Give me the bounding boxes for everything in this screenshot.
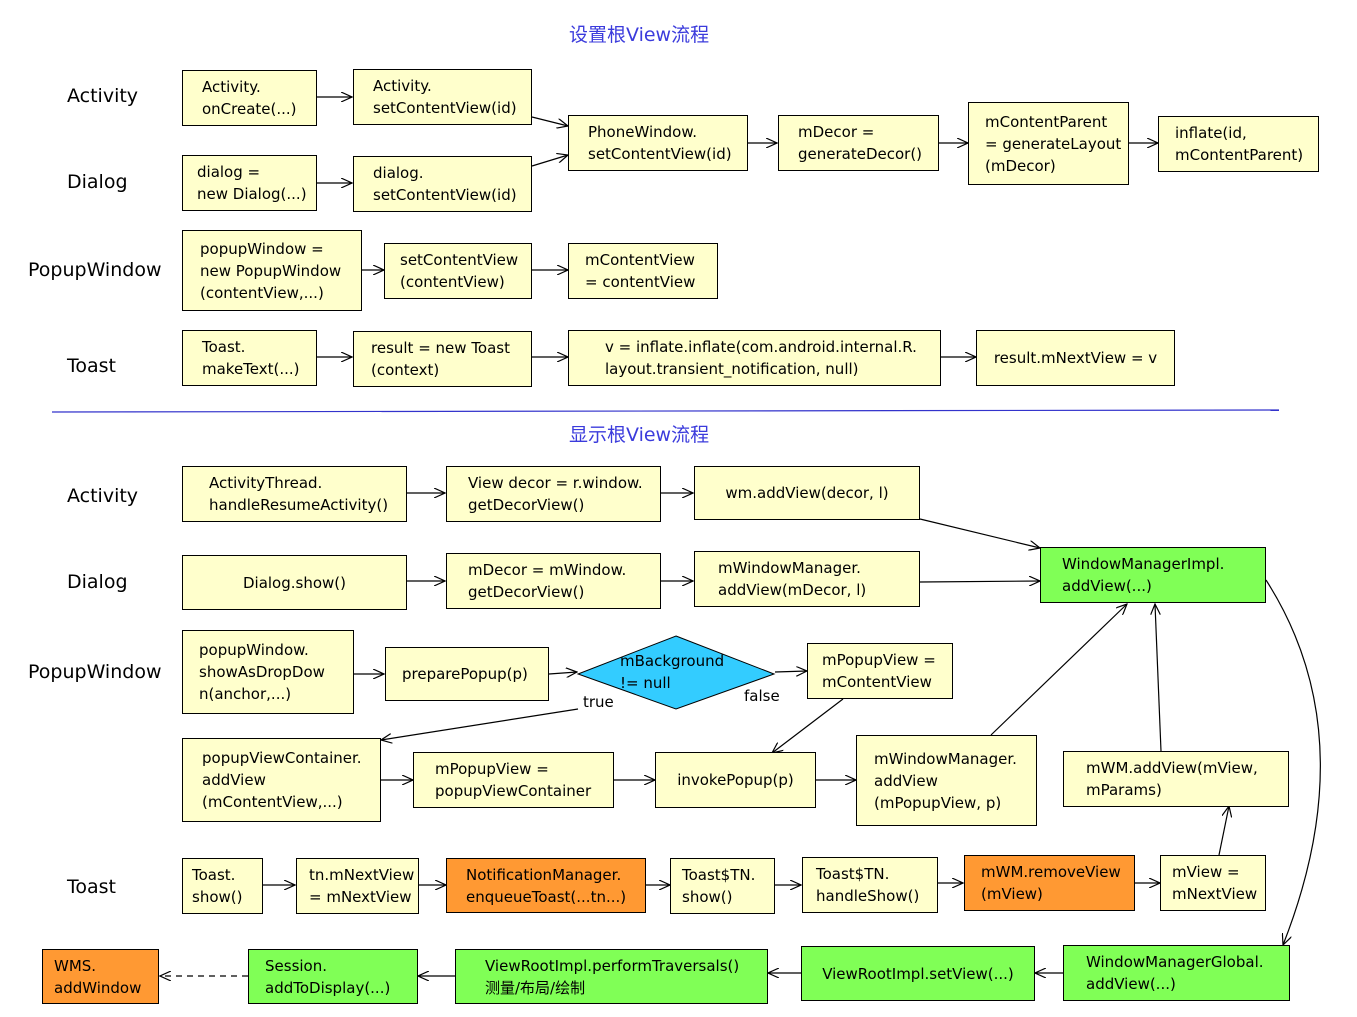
edge: [381, 708, 579, 740]
row-label-popupwindow: PopupWindow: [28, 661, 162, 683]
edge: [774, 671, 807, 672]
node-viewrootimpl-performtraversals: ViewRootImpl.performTraversals() 测量/布局/绘…: [455, 949, 768, 1004]
node-viewrootimpl-setview: ViewRootImpl.setView(...): [801, 946, 1035, 1001]
edge-label-false: false: [744, 687, 780, 705]
edge: [531, 155, 568, 167]
edge: [1265, 579, 1322, 945]
node-mwm-removeview: mWM.removeView (mView): [964, 855, 1135, 911]
edge: [919, 518, 1040, 548]
node-preparepopup: preparePopup(p): [385, 647, 549, 701]
node-activitythread-handleresume: ActivityThread. handleResumeActivity(): [182, 466, 407, 522]
node-invokepopup: invokePopup(p): [655, 752, 816, 808]
node-windowmanagerimpl-addview: WindowManagerImpl. addView(...): [1040, 547, 1266, 603]
node-toast-show: Toast. show(): [182, 858, 263, 914]
section-title-set-root: 设置根View流程: [569, 24, 710, 46]
edge: [1155, 604, 1162, 752]
node-popup-new: popupWindow = new PopupWindow (contentVi…: [182, 230, 362, 311]
node-popupviewcontainer-addview: popupViewContainer. addView (mContentVie…: [182, 738, 381, 822]
section-title-show-root: 显示根View流程: [569, 424, 710, 446]
node-result-mnextview: result.mNextView = v: [976, 330, 1175, 386]
node-result-new-toast: result = new Toast (context): [353, 331, 532, 387]
node-notificationmanager-enqueue: NotificationManager. enqueueToast(...tn.…: [446, 858, 646, 913]
node-toast-maketext: Toast. makeText(...): [182, 330, 317, 386]
node-dialog-show: Dialog.show(): [182, 555, 407, 610]
row-label-popupwindow: PopupWindow: [28, 259, 162, 281]
node-mpopupview-container: mPopupView = popupViewContainer: [413, 752, 614, 808]
node-mdecor-generatedecor: mDecor = generateDecor(): [778, 115, 939, 171]
node-dialog-setcontentview: dialog. setContentView(id): [353, 156, 532, 212]
edge-label-true: true: [583, 693, 614, 711]
node-mwindowmanager-addview-mpopup: mWindowManager. addView (mPopupView, p): [856, 735, 1037, 826]
row-label-dialog: Dialog: [67, 571, 128, 593]
node-v-inflate: v = inflate.inflate(com.android.internal…: [568, 330, 941, 386]
node-windowmanagerglobal-addview: WindowManagerGlobal. addView(...): [1063, 945, 1290, 1001]
node-mwindowmanager-addview-mdecor: mWindowManager. addView(mDecor, l): [694, 551, 920, 607]
edge: [919, 581, 1040, 582]
node-mwm-addview-mview: mWM.addView(mView, mParams): [1063, 751, 1289, 807]
node-mview-mnextview: mView = mNextView: [1160, 855, 1266, 911]
node-tn-mnextview: tn.mNextView = mNextView: [296, 858, 419, 914]
section-divider: [51, 409, 1280, 413]
node-toasttn-show: Toast$TN. show(): [670, 858, 775, 914]
node-mpopupview-mcontentview: mPopupView = mContentView: [807, 643, 953, 699]
row-label-toast: Toast: [67, 355, 116, 377]
node-session-addtodisplay: Session. addToDisplay(...): [248, 949, 418, 1004]
row-label-activity: Activity: [67, 85, 139, 107]
row-label-activity: Activity: [67, 485, 139, 507]
node-mcontentview-assign: mContentView = contentView: [568, 243, 718, 299]
node-mdecor-mwindow-getdecor: mDecor = mWindow. getDecorView(): [446, 553, 661, 609]
node-dialog-new: dialog = new Dialog(...): [182, 155, 317, 211]
edge: [548, 672, 577, 674]
decision-mbackground: mBackground != null: [620, 652, 725, 692]
node-activity-setcontentview: Activity. setContentView(id): [353, 69, 532, 125]
node-inflate-id: inflate(id, mContentParent): [1158, 116, 1319, 172]
diamond-shape: [576, 635, 776, 710]
node-popup-showasdropdown: popupWindow. showAsDropDow n(anchor,...): [182, 630, 354, 714]
node-wm-adddecor: wm.addView(decor, l): [694, 466, 920, 520]
node-wms-addwindow: WMS. addWindow: [42, 949, 159, 1004]
node-popup-setcontentview: setContentView (contentView): [384, 243, 532, 299]
edge: [772, 698, 844, 753]
row-label-toast: Toast: [67, 876, 116, 898]
node-phonewindow-setcontentview: PhoneWindow. setContentView(id): [568, 115, 748, 171]
edge: [531, 116, 568, 126]
row-label-dialog: Dialog: [67, 171, 128, 193]
edge: [990, 604, 1127, 736]
edge: [1218, 806, 1229, 856]
node-toasttn-handleshow: Toast$TN. handleShow(): [802, 857, 938, 913]
node-view-decor-getdecor: View decor = r.window. getDecorView(): [446, 466, 661, 522]
node-mcontentparent-generatelayout: mContentParent = generateLayout (mDecor): [968, 102, 1129, 185]
node-activity-oncreate: Activity. onCreate(...): [182, 70, 317, 126]
